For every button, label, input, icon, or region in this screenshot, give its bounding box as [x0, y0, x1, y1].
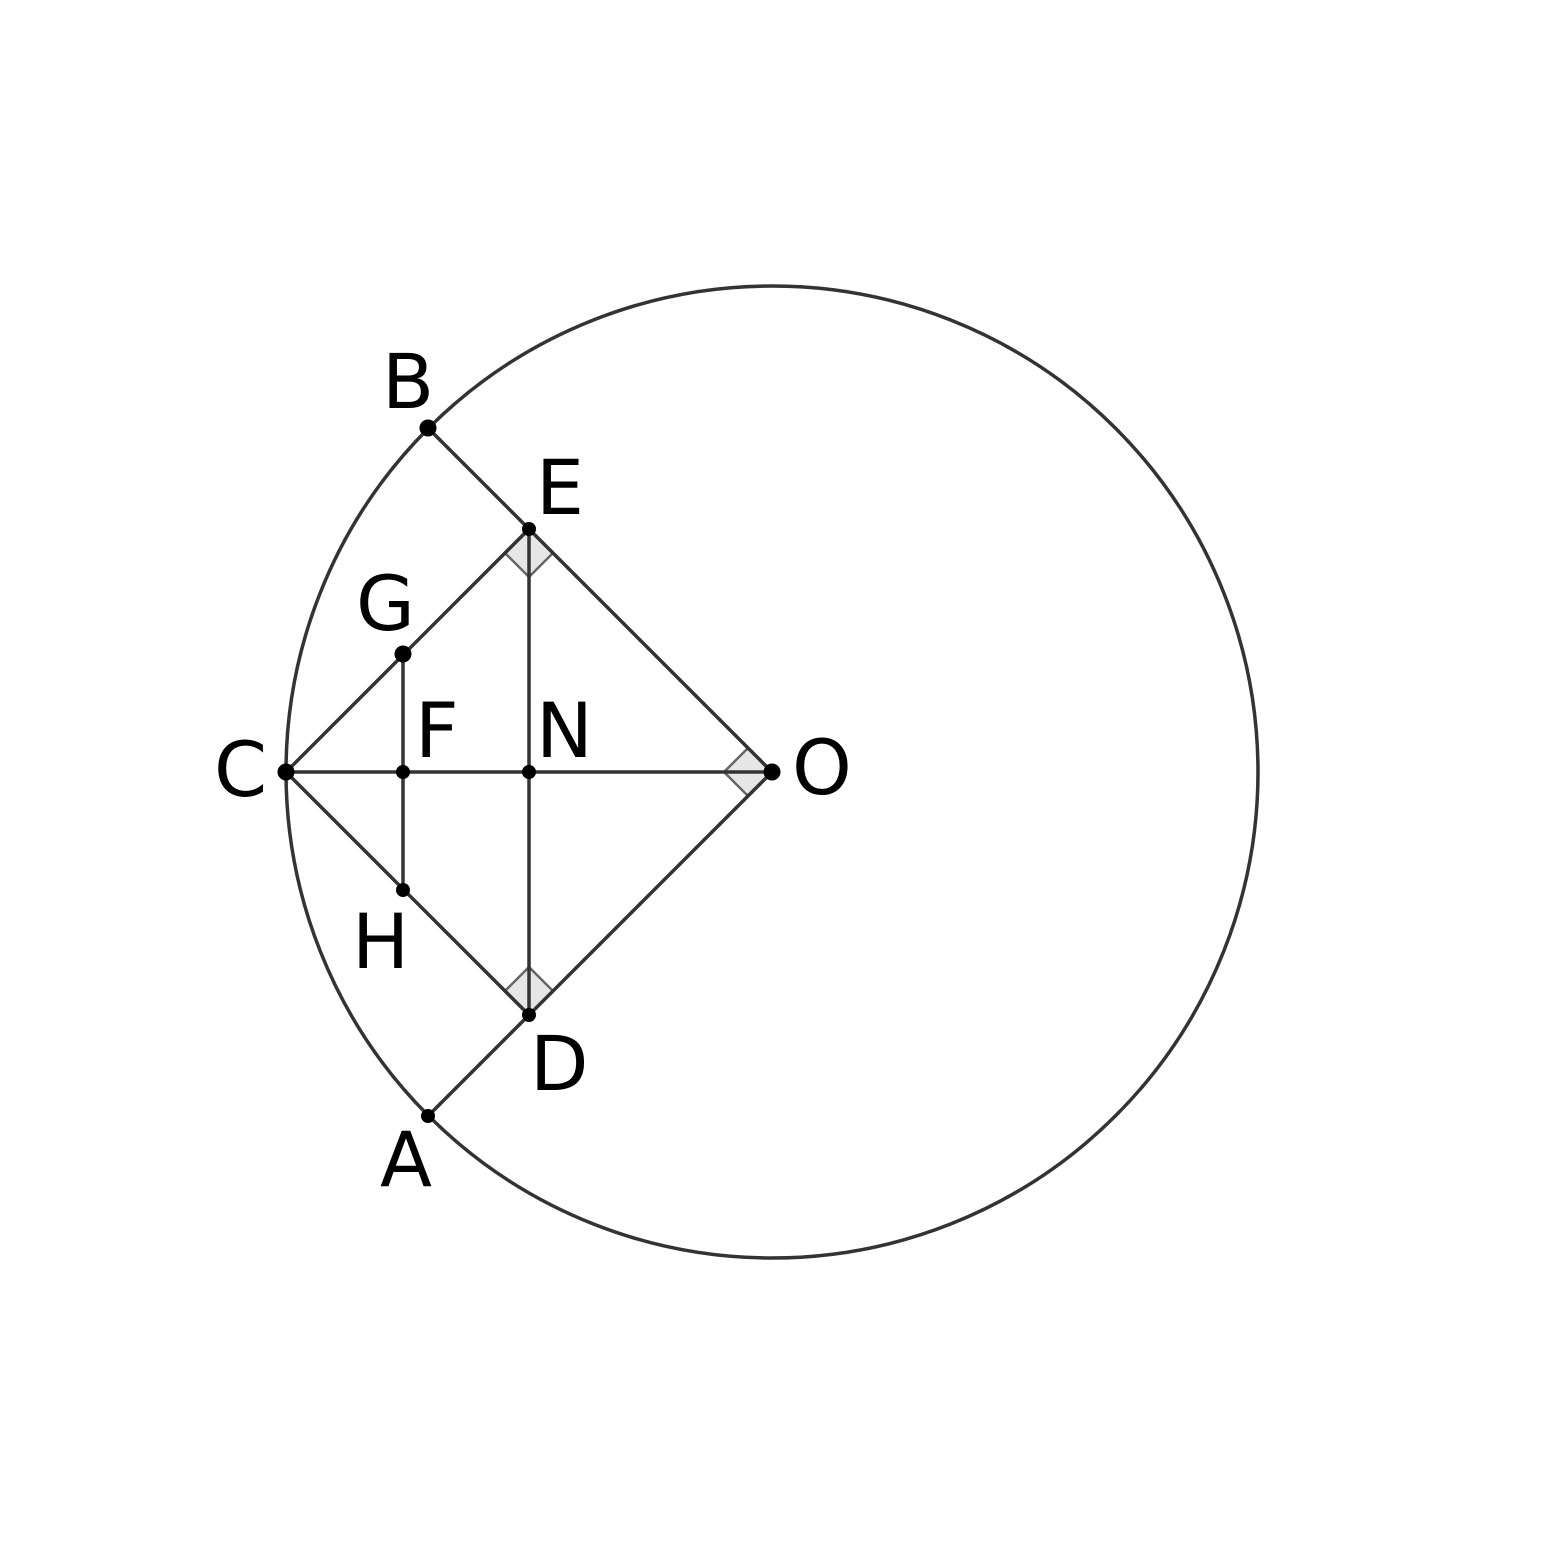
point-b — [419, 419, 437, 437]
segment-oa — [426, 770, 774, 1118]
label-f: F — [415, 686, 459, 775]
label-c: C — [214, 725, 267, 814]
point-c — [277, 763, 295, 781]
label-o: O — [792, 723, 852, 812]
label-b: B — [382, 337, 434, 426]
point-n — [522, 765, 536, 779]
point-g — [394, 645, 412, 663]
point-e — [522, 522, 536, 536]
segment-ob — [426, 426, 774, 774]
point-a — [421, 1109, 435, 1123]
label-e: E — [536, 443, 584, 532]
point-f — [396, 765, 410, 779]
point-h — [396, 883, 410, 897]
point-o — [763, 763, 781, 781]
label-g: G — [356, 559, 415, 648]
point-d — [522, 1008, 536, 1022]
label-d: D — [530, 1019, 589, 1108]
label-h: H — [352, 897, 409, 986]
label-a: A — [380, 1115, 432, 1204]
label-n: N — [536, 686, 593, 775]
